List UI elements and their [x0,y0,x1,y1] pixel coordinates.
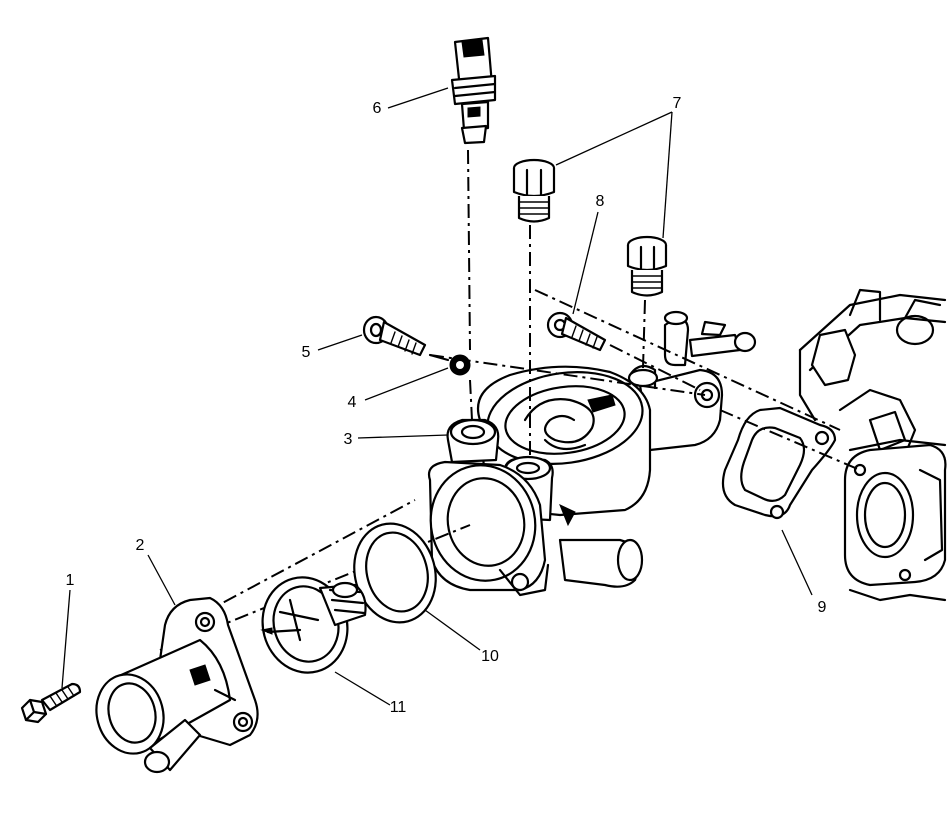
callout-4: 4 [348,394,357,411]
callout-5: 5 [302,344,311,361]
seal-ring-icon [353,522,437,624]
callout-8: 8 [596,193,605,210]
manifold-icon [798,288,947,602]
gasket-icon [721,406,837,520]
callout-labels: 1 2 3 4 5 6 7 8 9 10 11 [66,95,827,716]
thermostat-icon [260,576,367,674]
callout-9: 9 [818,599,827,616]
plug-icon [626,235,668,297]
bolt-icon [546,311,607,352]
callout-11: 11 [390,699,407,716]
bolt-icon [20,682,82,724]
callout-1: 1 [66,572,75,589]
callout-3: 3 [344,431,353,448]
thermostat-housing-cover-icon [95,596,259,774]
thermostat-housing-icon [427,310,757,597]
callout-6: 6 [373,100,382,117]
callout-7: 7 [673,95,682,112]
washer-icon [428,353,471,376]
callout-10: 10 [481,648,499,665]
plug-icon [512,158,556,223]
leader-lines [61,87,813,706]
temperature-sensor-icon [450,36,497,145]
callout-2: 2 [136,537,145,554]
bolt-icon [362,315,427,357]
